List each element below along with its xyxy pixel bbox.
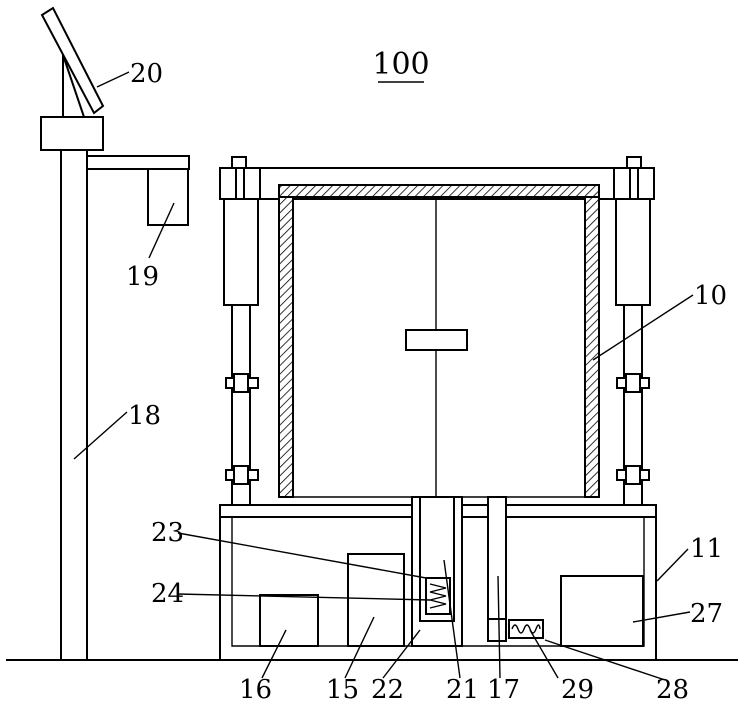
label-28: 28 <box>656 675 689 704</box>
pole-head-box <box>41 117 103 150</box>
top-bolt-right <box>627 157 641 168</box>
light-pole <box>41 8 189 660</box>
rod-17 <box>488 497 506 619</box>
figure-title: 100 <box>372 47 429 82</box>
label-18: 18 <box>128 401 161 431</box>
label-27: 27 <box>690 599 723 629</box>
housing-frame <box>220 157 654 497</box>
door-handle <box>406 330 467 350</box>
base-box <box>220 497 656 660</box>
component-15 <box>348 554 404 646</box>
label-20: 20 <box>130 59 163 89</box>
label-10: 10 <box>694 281 727 311</box>
hatched-right <box>585 197 599 497</box>
right-cylinder <box>616 199 650 505</box>
component-16 <box>260 595 318 646</box>
pole-shaft <box>61 150 87 660</box>
spring-box-23 <box>426 578 450 614</box>
hatched-left <box>279 197 293 497</box>
label-17: 17 <box>487 675 520 704</box>
component-27 <box>561 576 643 646</box>
label-23: 23 <box>151 518 184 548</box>
top-bolt-left <box>232 157 246 168</box>
label-29: 29 <box>561 675 594 704</box>
label-22: 22 <box>371 675 404 704</box>
label-21: 21 <box>446 675 479 704</box>
solar-panel <box>42 8 103 113</box>
label-11: 11 <box>690 534 723 564</box>
lamp-arm <box>87 156 189 169</box>
label-19: 19 <box>126 262 159 292</box>
coil-29 <box>509 620 543 638</box>
left-cylinder <box>224 199 258 505</box>
label-16: 16 <box>239 675 272 704</box>
label-15: 15 <box>326 675 359 704</box>
hatched-top <box>279 185 599 197</box>
label-24: 24 <box>151 579 184 609</box>
